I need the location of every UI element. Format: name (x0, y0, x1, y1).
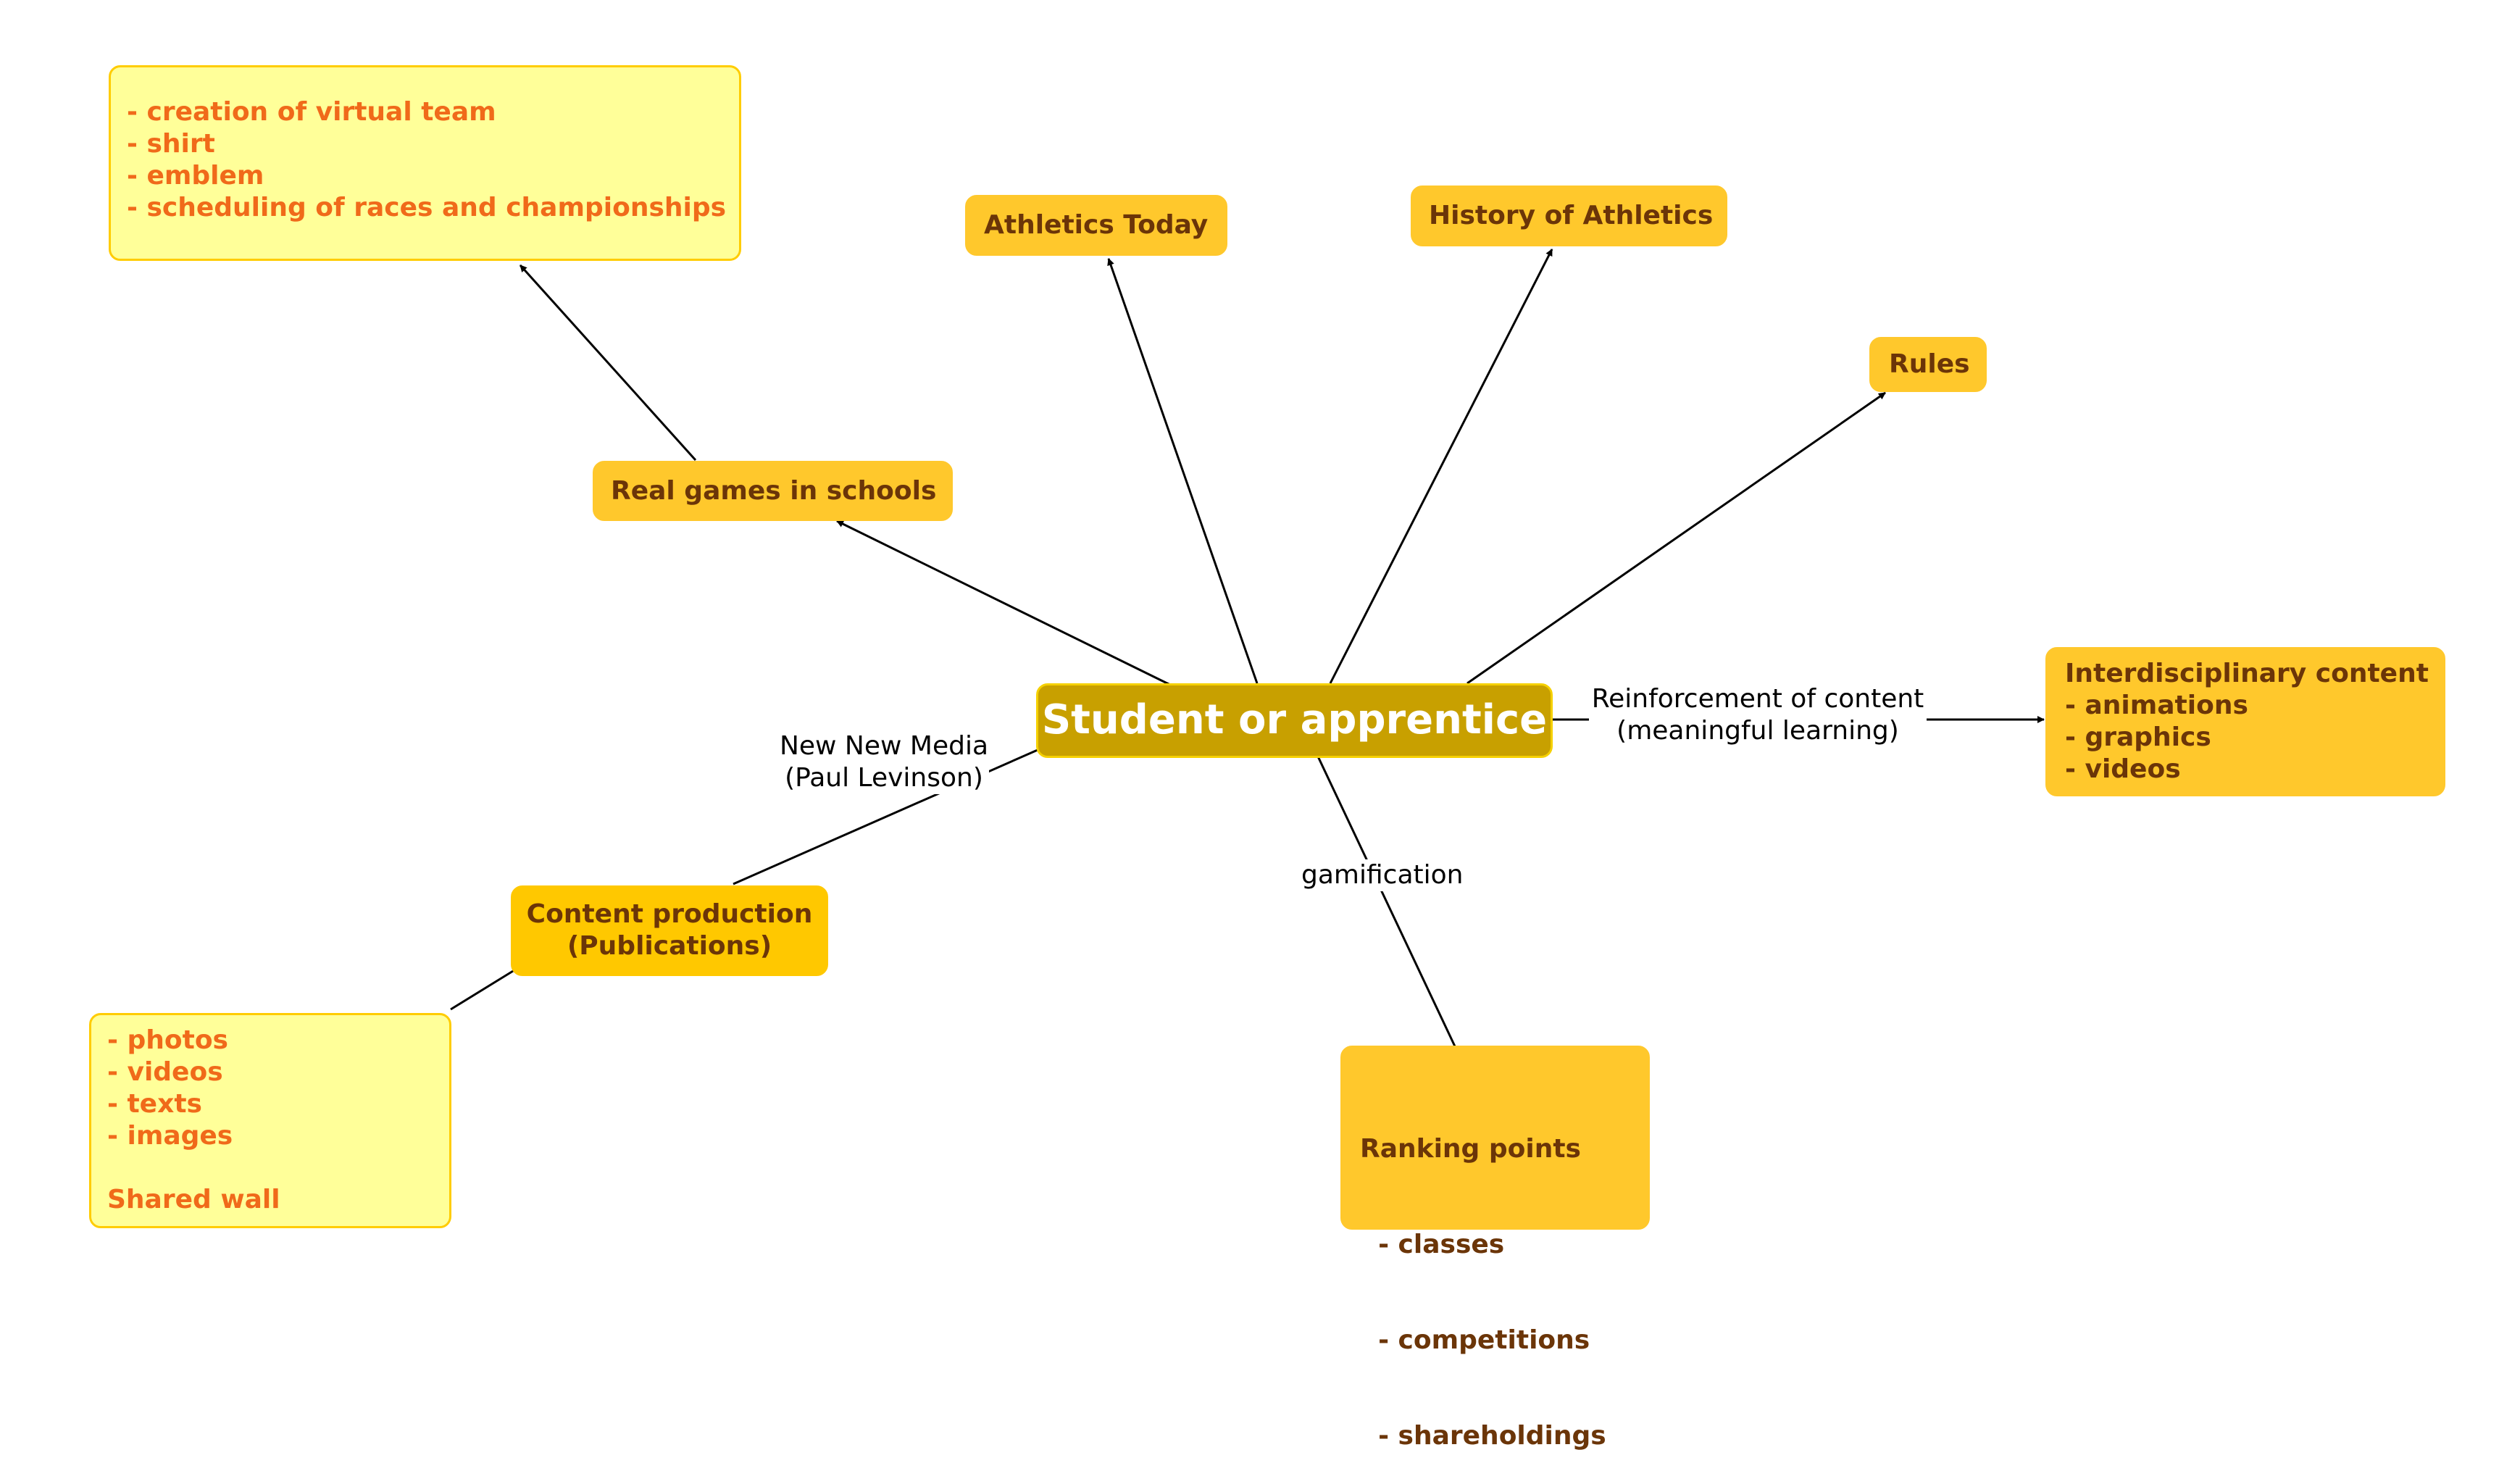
history-node[interactable]: History of Athletics (1411, 186, 1727, 246)
edge-label-new-media: New New Media (Paul Levinson) (779, 730, 989, 794)
edge-center-to-history (1329, 249, 1553, 684)
edge-center-to-real-games (836, 520, 1172, 687)
interdisciplinary-line: - animations (2065, 691, 2248, 720)
virtual-team-line: - shirt (127, 129, 215, 159)
edge-content-production-to-shared-wall (450, 967, 517, 1011)
virtual-team-note: - creation of virtual team - shirt - emb… (109, 65, 741, 261)
interdisciplinary-node[interactable]: Interdisciplinary content - animations -… (2045, 647, 2445, 796)
center-node[interactable]: Student or apprentice (1036, 683, 1553, 758)
edge-label-line: (Paul Levinson) (785, 763, 983, 793)
edge-center-to-athletics-today (1107, 258, 1259, 684)
edge-label-line: Reinforcement of content (1591, 684, 1924, 714)
content-production-line: (Publications) (567, 931, 772, 961)
virtual-team-line: - scheduling of races and championships (127, 193, 727, 222)
ranking-line: Ranking points (1360, 1134, 1581, 1164)
history-label: History of Athletics (1429, 201, 1714, 230)
content-production-node[interactable]: Content production (Publications) (511, 885, 828, 976)
shared-wall-line: - images (107, 1121, 233, 1151)
edge-label-line: New New Media (779, 731, 989, 761)
athletics-today-node[interactable]: Athletics Today (965, 195, 1227, 256)
virtual-team-line: - creation of virtual team (127, 97, 496, 127)
shared-wall-line: - texts (107, 1089, 202, 1119)
shared-wall-line: Shared wall (107, 1185, 280, 1214)
center-label: Student or apprentice (1041, 696, 1548, 743)
shared-wall-line: - videos (107, 1057, 223, 1087)
rules-node[interactable]: Rules (1869, 337, 1987, 392)
edge-real-games-to-virtual-team (519, 264, 697, 462)
edge-label-reinforcement: Reinforcement of content (meaningful lea… (1589, 683, 1927, 747)
athletics-today-label: Athletics Today (984, 210, 1209, 240)
interdisciplinary-line: - videos (2065, 754, 2181, 784)
virtual-team-line: - emblem (127, 161, 264, 191)
content-production-line: Content production (526, 899, 813, 929)
interdisciplinary-line: Interdisciplinary content (2065, 659, 2429, 688)
shared-wall-line: - photos (107, 1025, 228, 1055)
edge-center-to-rules (1466, 391, 1886, 685)
shared-wall-note: - photos - videos - texts - images Share… (89, 1013, 451, 1228)
edge-label-line: gamification (1301, 860, 1464, 890)
real-games-label: Real games in schools (611, 476, 937, 506)
ranking-line: - classes (1360, 1230, 1505, 1259)
edge-label-gamification: gamification (1301, 859, 1464, 891)
ranking-node[interactable]: Ranking points - classes - competitions … (1340, 1046, 1650, 1451)
ranking-line: - competitions (1360, 1325, 1590, 1355)
ranking-line: - shareholdings (1360, 1421, 1606, 1451)
edge-label-line: (meaningful learning) (1616, 716, 1899, 746)
rules-label: Rules (1889, 349, 1970, 379)
real-games-node[interactable]: Real games in schools (593, 461, 953, 521)
shared-wall-line (107, 1152, 449, 1184)
edge-center-to-ranking (1317, 756, 1456, 1047)
interdisciplinary-line: - graphics (2065, 722, 2211, 752)
